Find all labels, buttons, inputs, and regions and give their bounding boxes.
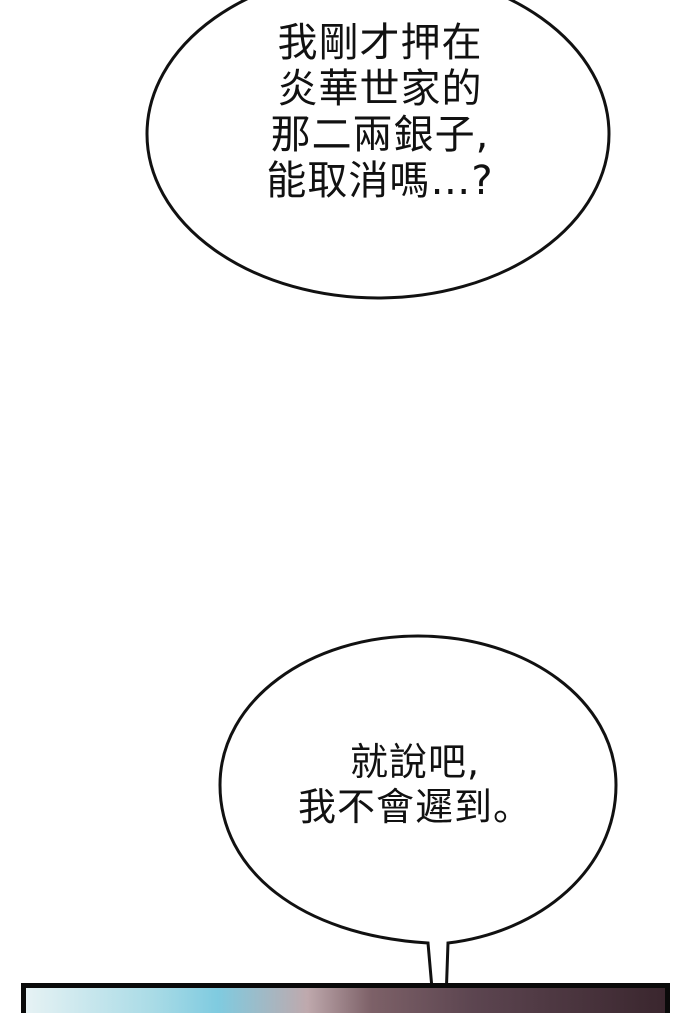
bubble-2-line: 就說吧, [349,740,481,784]
bubble-1-line: 能取消嗎…? [266,158,494,204]
speech-bubble-2-text: 就說吧, 我不會遲到。 [250,740,580,830]
next-comic-panel [21,983,670,1013]
bubble-1-line: 那二兩銀子, [270,112,490,158]
speech-bubble-1-outline [145,0,611,300]
bubble-2-line: 我不會遲到。 [297,785,532,829]
bubble-1-line: 炎華世家的 [277,66,483,112]
bubble-1-line: 我剛才押在 [277,20,483,66]
panel-artwork [26,988,665,1013]
speech-bubble-2-outline [218,634,618,1000]
speech-bubble-1-text: 我剛才押在 炎華世家的 那二兩銀子, 能取消嗎…? [230,20,530,204]
